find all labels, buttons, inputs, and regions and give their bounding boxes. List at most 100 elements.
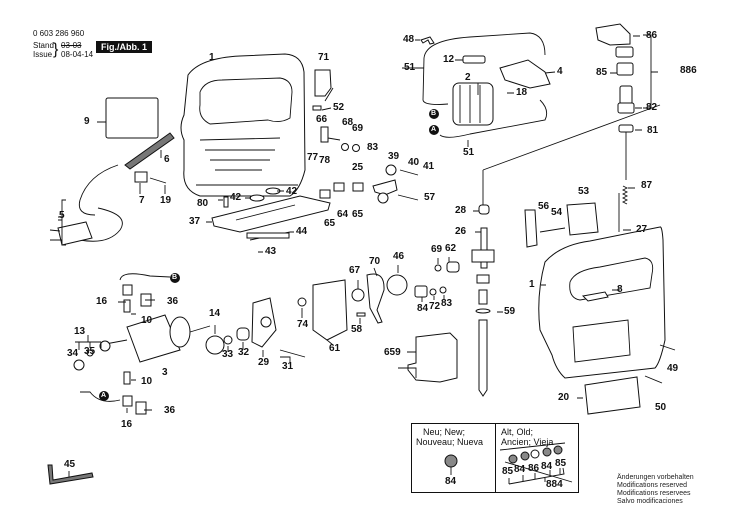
part-label-28: 28: [455, 205, 467, 216]
housing-left-shape: [180, 53, 306, 197]
part-9-shape: [105, 97, 159, 139]
part-label-32: 32: [238, 347, 250, 358]
part-label-59: 59: [504, 306, 516, 317]
part-label-25: 25: [352, 162, 364, 173]
part-label-41: 41: [423, 161, 435, 172]
part-label-87: 87: [641, 180, 653, 191]
part-label-57: 57: [424, 192, 436, 203]
blade-shape: [478, 319, 488, 397]
part-7-shape: [134, 171, 148, 183]
part-label-2: 2: [465, 72, 471, 83]
part-20-shape: [584, 376, 641, 415]
part-label-67: 67: [349, 265, 361, 276]
part-label-42: 42: [230, 192, 242, 203]
part-label-54: 54: [551, 207, 563, 218]
part-label-20: 20: [558, 392, 570, 403]
part-label-1: 1: [209, 52, 215, 63]
part-label-83: 83: [367, 142, 379, 153]
issue-label: Issue: [33, 50, 53, 59]
legend-old-part-84: 84: [541, 461, 553, 472]
part-label-78: 78: [319, 155, 331, 166]
part-label-39: 39: [388, 151, 400, 162]
part-label-80: 80: [197, 198, 209, 209]
part-label-69: 69: [352, 123, 364, 134]
part-label-65: 65: [352, 209, 364, 220]
part-6-shape: [124, 132, 175, 170]
part-label-51: 51: [463, 147, 475, 158]
part-label-43: 43: [265, 246, 277, 257]
part-label-74: 74: [297, 319, 309, 330]
part-4-shape: [499, 59, 551, 89]
part-label-69: 69: [431, 244, 443, 255]
part-label-13: 13: [74, 326, 86, 337]
part-5-shape: [78, 164, 123, 242]
part-label-3: 3: [162, 367, 168, 378]
part-label-659: 659: [384, 347, 401, 358]
part-label-58: 58: [351, 324, 363, 335]
part-label-49: 49: [667, 363, 679, 374]
part-label-45: 45: [64, 459, 76, 470]
part-label-81: 81: [647, 125, 659, 136]
part-label-44: 44: [296, 226, 308, 237]
figure-badge: Fig./Abb. 1: [96, 41, 152, 53]
part-label-56: 56: [538, 201, 550, 212]
part-label-65: 65: [324, 218, 336, 229]
part-label-42: 42: [286, 186, 298, 197]
part-label-36: 36: [167, 296, 179, 307]
part-label-77: 77: [307, 152, 319, 163]
modifications-line: Salvo modificaciones: [617, 498, 683, 505]
part-label-84: 84: [417, 303, 429, 314]
brace: }: [53, 41, 59, 58]
part-label-52: 52: [333, 102, 345, 113]
part-71-shape: [314, 69, 332, 97]
legend-old-title-2: Ancien; Vieja: [501, 437, 554, 447]
part-label-27: 27: [636, 224, 648, 235]
part-label-83: 83: [441, 298, 453, 309]
part-label-18: 18: [516, 87, 528, 98]
legend-new-title-1: Neu; New;: [423, 427, 466, 437]
part-label-1: 1: [529, 279, 535, 290]
part-label-886: 886: [680, 65, 697, 76]
issue-value: 08-04-14: [61, 50, 94, 59]
legend-old-part-84: 84: [514, 464, 526, 475]
part-2-shape: [452, 82, 494, 126]
part-label-62: 62: [445, 243, 457, 254]
part-label-70: 70: [369, 256, 381, 267]
part-label-33: 33: [222, 349, 234, 360]
legend-old-part-86: 86: [528, 463, 540, 474]
part-label-40: 40: [408, 157, 420, 168]
part-label-6: 6: [164, 154, 170, 165]
connector-marker-b: B: [172, 274, 178, 281]
part-label-10: 10: [141, 376, 153, 387]
stand-label: Stand: [33, 41, 54, 50]
part-label-36: 36: [164, 405, 176, 416]
part-label-86: 86: [646, 30, 658, 41]
part-37-shape: [211, 195, 331, 233]
housing-right-shape: [538, 226, 666, 379]
part-61-shape: [312, 279, 348, 341]
part-label-53: 53: [578, 186, 590, 197]
connector-marker-b: B: [431, 110, 437, 117]
part-86-shape: [595, 23, 631, 46]
part-label-37: 37: [189, 216, 201, 227]
part-label-14: 14: [209, 308, 221, 319]
part-label-16: 16: [96, 296, 108, 307]
part-label-51: 51: [404, 62, 416, 73]
part-label-64: 64: [337, 209, 349, 220]
part-label-82: 82: [646, 102, 658, 113]
legend-old-part-85: 85: [502, 466, 514, 477]
legend-old-part-85: 85: [555, 458, 567, 469]
part-label-4: 4: [557, 66, 563, 77]
part-label-35: 35: [84, 346, 96, 357]
part-label-12: 12: [443, 54, 455, 65]
part-45-shape: [47, 464, 94, 485]
modifications-line: Modifications reserved: [617, 482, 688, 489]
legend-old-title-1: Alt, Old;: [501, 427, 534, 437]
part-label-10: 10: [141, 315, 153, 326]
part-label-5: 5: [59, 210, 65, 221]
part-label-29: 29: [258, 357, 270, 368]
part-label-66: 66: [316, 114, 328, 125]
modifications-line: Modifications reservees: [617, 490, 691, 497]
